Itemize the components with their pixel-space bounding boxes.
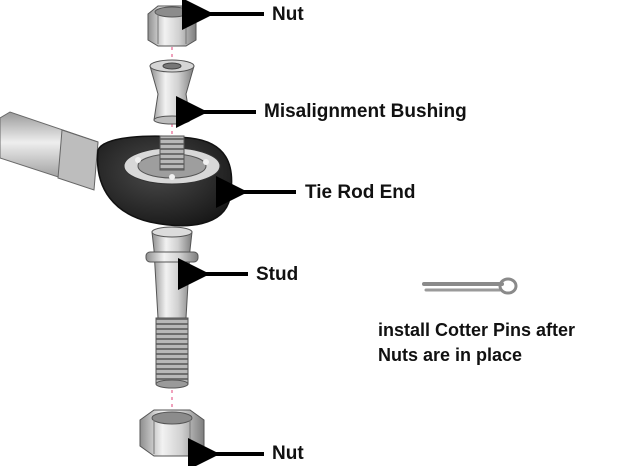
label-misalignment-bushing: Misalignment Bushing (264, 101, 467, 122)
label-tie-rod-end: Tie Rod End (305, 182, 416, 203)
bottom-nut (139, 409, 205, 457)
note-line-1: install Cotter Pins after (378, 320, 576, 340)
cotter-pin-note: install Cotter Pins after Nuts are in pl… (378, 318, 575, 368)
stud (145, 226, 199, 389)
label-nut-top: Nut (272, 4, 304, 25)
tie-rod-tube (0, 111, 99, 191)
label-nut-bottom: Nut (272, 443, 304, 464)
tie-rod-end (96, 135, 233, 227)
cotter-pin (422, 277, 518, 295)
label-stud: Stud (256, 264, 299, 285)
top-nut (147, 5, 197, 47)
misalignment-bushing (149, 59, 195, 125)
note-line-2: Nuts are in place (378, 345, 523, 365)
